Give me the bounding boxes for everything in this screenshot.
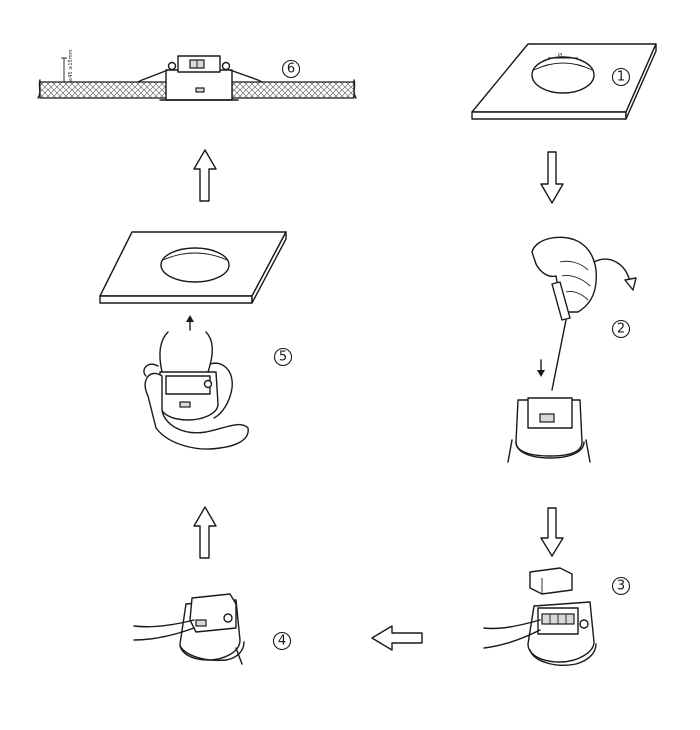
step-1-ceiling-panel: Ø bbox=[471, 43, 657, 120]
thickness-note: ≤45 ≥15mm bbox=[68, 49, 74, 82]
step-3-terminal-illustration bbox=[483, 567, 597, 666]
step-5-number-badge: 5 bbox=[273, 347, 293, 367]
step-5-insert-illustration bbox=[143, 315, 249, 450]
step-4-number-badge: 4 bbox=[272, 631, 292, 651]
step-6-number: 6 bbox=[287, 62, 295, 77]
arrow-up-5 bbox=[193, 149, 217, 202]
step-5-number: 5 bbox=[279, 350, 287, 365]
step-3-number: 3 bbox=[617, 579, 625, 594]
step-3-number-badge: 3 bbox=[611, 576, 631, 596]
step-6-installed-section: ≤45 ≥15mm bbox=[37, 49, 357, 101]
step-5-ceiling-panel bbox=[99, 231, 287, 304]
step-4-assembled-illustration bbox=[133, 593, 245, 665]
arrow-left-3 bbox=[371, 625, 423, 651]
arrow-down-2 bbox=[540, 507, 564, 557]
arrow-down-1 bbox=[540, 151, 564, 204]
step-4-number: 4 bbox=[278, 634, 286, 649]
step-2-number-badge: 2 bbox=[611, 319, 631, 339]
step-6-number-badge: 6 bbox=[281, 59, 301, 79]
step-2-number: 2 bbox=[617, 322, 625, 337]
arrow-up-4 bbox=[193, 506, 217, 559]
step-1-number-badge: 1 bbox=[611, 67, 631, 87]
step-2-adjust-illustration bbox=[507, 236, 637, 463]
step-1-number: 1 bbox=[617, 70, 625, 85]
svg-text:Ø: Ø bbox=[558, 52, 562, 59]
